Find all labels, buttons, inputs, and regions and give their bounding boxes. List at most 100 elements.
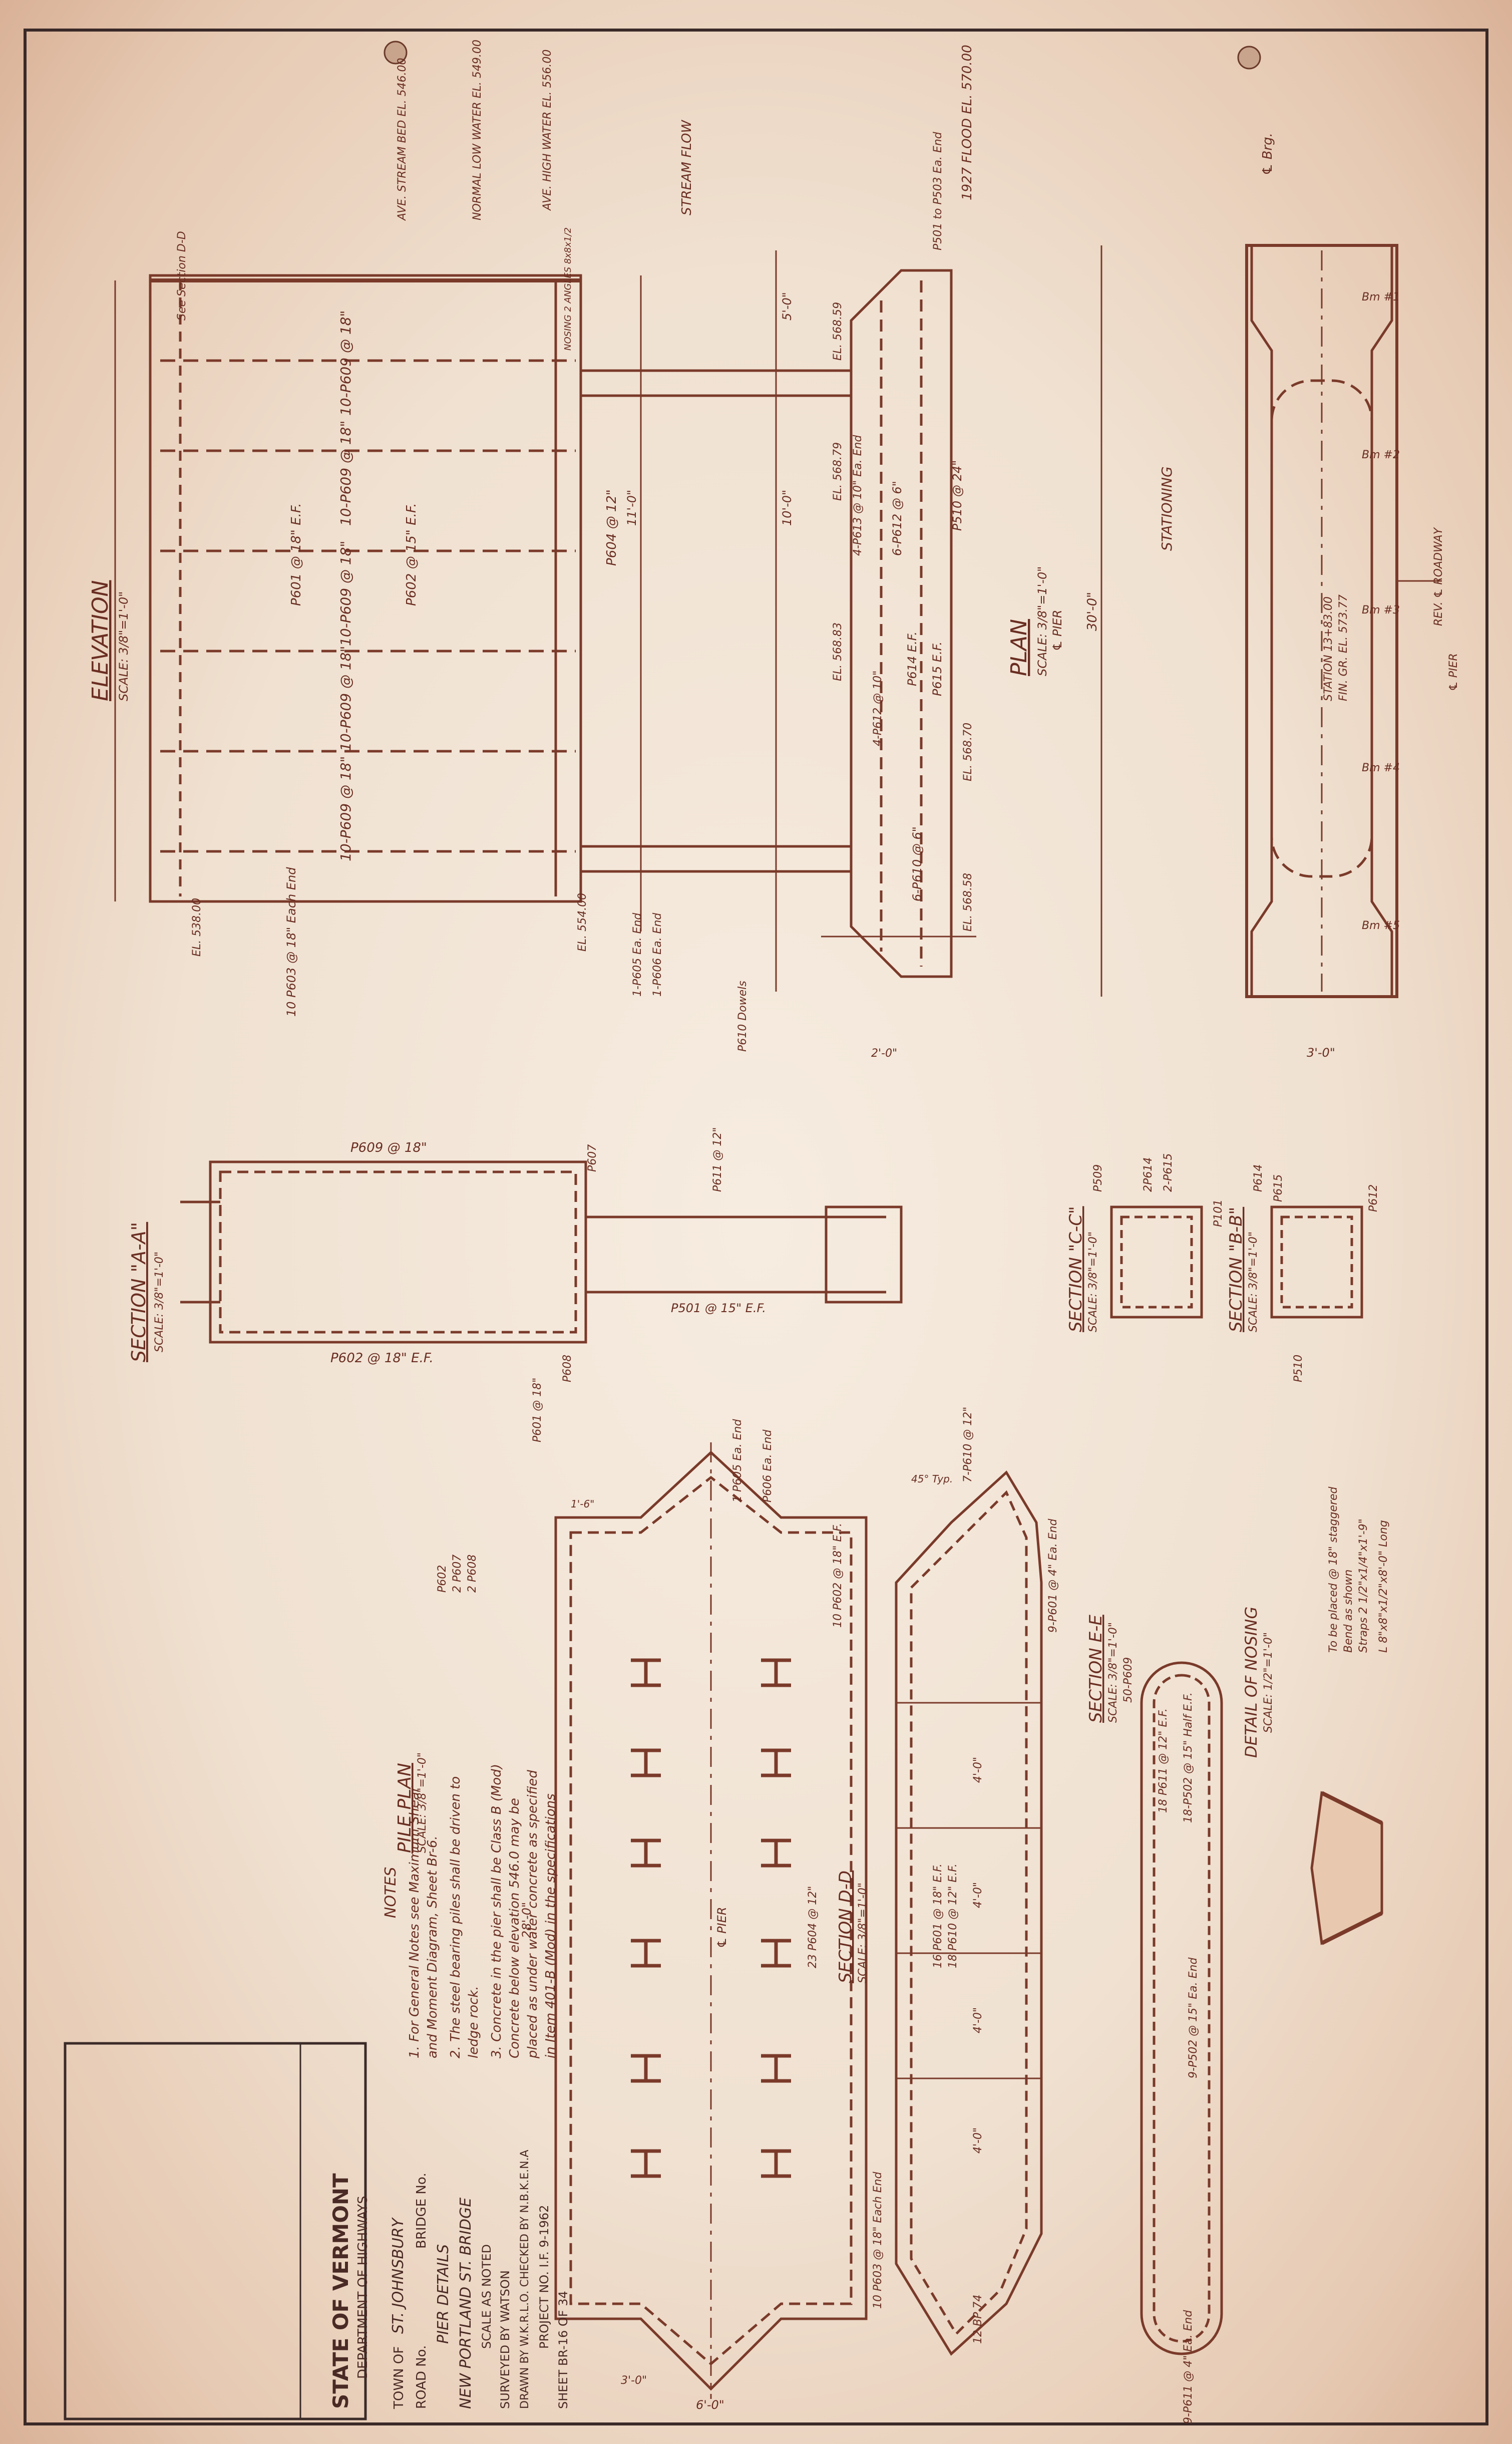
plan-callout: 6-P612 @ 6"	[890, 481, 904, 556]
plan-callout: ℄ PIER	[1447, 653, 1460, 691]
pile-plan-title: PILE PLAN	[395, 1763, 415, 1853]
section-dd-callout: 10 P602 @ 18" E.F.	[832, 1523, 844, 1628]
elevation-callout: P602 @ 15" E.F.	[404, 503, 419, 606]
pile-callout: ℄ PIER	[715, 1907, 729, 1948]
elevation-title: ELEVATION	[88, 580, 113, 701]
nosing-scale: SCALE: 1/2"=1'-0"	[1262, 1632, 1275, 1733]
section-dd-callout: 18 P610 @ 12" E.F.	[947, 1864, 959, 1968]
section-dd-scale: SCALE: 3/8"=1'-0"	[857, 1883, 869, 1983]
pile-callout: 1 P605 Ea. End	[731, 1419, 744, 1502]
project-name: NEW PORTLAND ST. BRIDGE	[457, 2198, 475, 2409]
elevation-callout: 10-P609 @ 18"	[337, 541, 354, 646]
elevation-callout: 10 P603 @ 18" Each End	[284, 867, 298, 1017]
elevation-scale: SCALE: 3/8"=1'-0"	[117, 591, 131, 701]
dimension-label: 11'-0"	[625, 490, 639, 526]
section-callout: P510	[1292, 1355, 1305, 1382]
bridge-label: BRIDGE No.	[414, 2173, 429, 2249]
plan-callout: P615 E.F.	[930, 642, 944, 696]
section-ee-callout: 9-P502 @ 15" Ea. End	[1187, 1957, 1200, 2078]
elevation-view	[114, 274, 851, 932]
elevation-callout: P604 @ 12"	[604, 489, 619, 566]
section-dd-callout: 45° Typ.	[911, 1473, 953, 1485]
pile-callout: 2 P608	[466, 1555, 479, 1593]
elevation-callout: STREAM FLOW	[679, 120, 694, 215]
elevation-callout: EL. 554.00	[576, 893, 589, 952]
nosing-title: DETAIL OF NOSING	[1242, 1607, 1261, 1758]
section-callout: P611 @ 12"	[711, 1127, 724, 1192]
section-cc-scale: SCALE: 3/8"=1'-0"	[1087, 1232, 1099, 1332]
note-line: ledge rock.	[466, 1986, 481, 2058]
section-callout: P501 @ 15" E.F.	[671, 1301, 766, 1315]
plan-callout: EL. 568.59	[832, 302, 844, 361]
beam-label: Bm #5	[1362, 920, 1400, 932]
title-department: DEPARTMENT OF HIGHWAYS	[355, 2196, 370, 2379]
beam-label: Bm #4	[1362, 762, 1400, 774]
elevation-callout: P610 Dowels	[736, 981, 749, 1052]
dimension-label: 10'-0"	[780, 490, 794, 526]
beam-label: Bm #1	[1362, 291, 1400, 303]
town-value: ST. JOHNSBURY	[390, 2217, 407, 2334]
note-line: 3. Concrete in the pier shall be Class B…	[489, 1764, 504, 2058]
nosing-callout: L 8"x8"x1/2"x8'-0" Long	[1377, 1520, 1390, 1653]
dimension-label: 3'-0"	[1307, 1046, 1335, 1060]
project-number: PROJECT NO. I.F. 9-1962	[537, 2205, 551, 2349]
plan-pier-label: ℄ PIER	[1050, 609, 1064, 651]
dimension-label: 30'-0"	[1085, 592, 1100, 631]
title-state: STATE OF VERMONT	[328, 2173, 353, 2409]
elevation-callout: NOSING 2 ANGLES 8x8x1/2	[563, 227, 573, 351]
plan-callout: REV. ℄ ROADWAY	[1432, 527, 1445, 626]
plan-callout: EL. 568.70	[962, 723, 974, 781]
dimension-label: 6'-0"	[696, 2398, 724, 2412]
elevation-callout: 10-P609 @ 18"	[337, 311, 354, 416]
section-cc-view	[1110, 1205, 1203, 1319]
dimension-label: 4'-0"	[972, 1757, 984, 1783]
note-line: 1. For General Notes see Maximum Shear	[407, 1785, 422, 2058]
note-line: placed as under water concrete as specif…	[525, 1770, 540, 2059]
elevation-callout: 10-P609 @ 18"	[337, 646, 354, 751]
dimension-label: 28'-0"	[520, 1902, 534, 1938]
plan-callout: 6-P610 @ 6"	[910, 826, 924, 901]
section-aa-scale: SCALE: 3/8"=1'-0"	[153, 1252, 166, 1352]
section-callout: P601 @ 18"	[531, 1378, 544, 1442]
elevation-callout: 1927 FLOOD EL. 570.00	[960, 45, 975, 200]
plan-callout: EL. 568.83	[832, 623, 844, 681]
notes-heading: NOTES	[382, 1867, 400, 1918]
plan-callout: ℄ Brg.	[1260, 133, 1275, 175]
plan-view	[775, 250, 976, 992]
pile-callout: P606 Ea. End	[762, 1429, 774, 1502]
plan-callout: EL. 568.58	[962, 873, 974, 932]
section-callout: P607	[586, 1144, 599, 1172]
plan-callout: P501 to P503 Ea. End	[932, 131, 944, 250]
rotated-text-layer: STATE OF VERMONT DEPARTMENT OF HIGHWAYS …	[88, 40, 1460, 2424]
note-line: Concrete below elevation 546.0 may be	[507, 1798, 522, 2058]
road-label: ROAD No.	[414, 2345, 429, 2409]
pile-callout: 2 P607	[451, 1555, 464, 1593]
note-line: 2. The steel bearing piles shall be driv…	[448, 1776, 463, 2058]
beam-label: Bm #2	[1362, 449, 1400, 461]
pile-callout: 12 BP 74	[972, 2295, 984, 2344]
section-ee-callout: 18 P611 @ 12" E.F.	[1157, 1708, 1170, 1813]
sheet-description: PIER DETAILS	[435, 2244, 452, 2344]
plan-callout: STATION 13+83.00	[1322, 596, 1335, 701]
notes-block: NOTES 1. For General Notes see Maximum S…	[382, 1764, 558, 2059]
nosing-callout: To be placed @ 18" staggered	[1327, 1486, 1340, 1653]
section-ee-callout: 9-P611 @ 4" Ea. End	[1182, 2309, 1195, 2424]
section-bb-view	[1270, 1205, 1363, 1319]
punch-hole	[1237, 46, 1261, 70]
pile-callout: P602	[436, 1565, 449, 1593]
sheet-number: SHEET BR-16 OF 34	[556, 2291, 570, 2409]
section-ee-callout: 18-P502 @ 15" Half E.F.	[1182, 1692, 1195, 1823]
elevation-callout: NORMAL LOW WATER EL. 549.00	[471, 40, 484, 220]
nosing-detail	[1310, 1791, 1383, 1945]
section-callout: P101	[1212, 1199, 1225, 1227]
elevation-callout: 10-P609 @ 18"	[337, 756, 354, 861]
nosing-callout: Straps 2 1/2"x1/4"x1'-9"	[1357, 1518, 1370, 1653]
plan-callout: 4-P613 @ 10" Ea. End	[852, 435, 864, 556]
section-aa-title: SECTION "A-A"	[128, 1222, 150, 1362]
section-dd-callout: 7-P610 @ 12"	[962, 1407, 974, 1482]
note-line: and Moment Diagram, Sheet Br-6.	[425, 1836, 440, 2058]
section-callout: P615	[1272, 1174, 1285, 1202]
town-label: TOWN OF	[392, 2346, 407, 2409]
